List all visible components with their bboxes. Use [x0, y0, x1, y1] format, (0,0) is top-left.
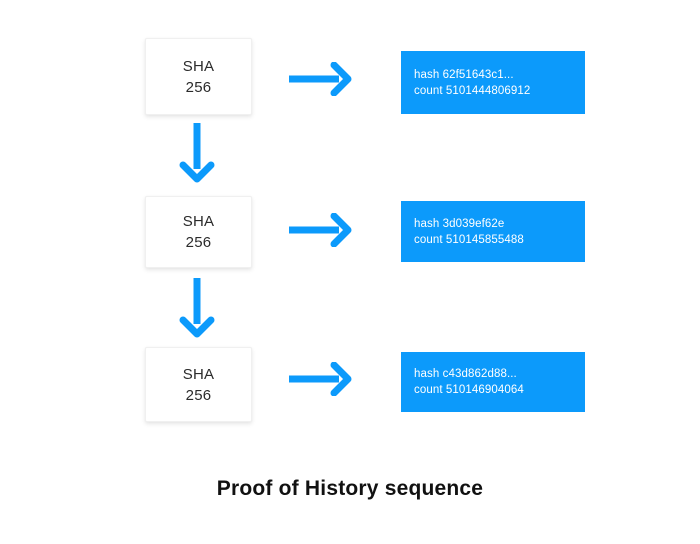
hash-output-box-3: hash c43d862d88... count 510146904064 [401, 352, 585, 412]
sha-card-1: SHA 256 [145, 38, 252, 115]
sha-card-2: SHA 256 [145, 196, 252, 268]
hash-output-1-hash: hash 62f51643c1... [414, 68, 514, 81]
sha-card-1-line1: SHA [182, 57, 215, 75]
arrow-down-icon-1 [178, 121, 216, 187]
hash-output-2-hash: hash 3d039ef62e [414, 217, 505, 230]
sha-card-2-line1: SHA [182, 213, 215, 230]
hash-output-box-1: hash 62f51643c1... count 5101444806912 [401, 51, 585, 114]
sha-card-2-line2: 256 [185, 234, 212, 251]
sha-card-2-label: SHA 256 [183, 211, 214, 253]
sha-card-3: SHA 256 [145, 347, 252, 422]
sha-card-3-line1: SHA [182, 365, 215, 383]
diagram-caption: Proof of History sequence [216, 477, 484, 500]
arrow-right-icon-1 [287, 62, 355, 96]
sha-card-3-label: SHA 256 [183, 364, 214, 406]
hash-output-3-hash: hash c43d862d88... [414, 368, 517, 380]
arrow-right-icon-2 [287, 213, 355, 247]
hash-output-1-count: count 5101444806912 [414, 84, 531, 97]
arrow-right-icon-3 [287, 362, 355, 396]
hash-output-2-count: count 510145855488 [414, 233, 524, 246]
hash-output-box-2: hash 3d039ef62e count 510145855488 [401, 201, 585, 262]
sha-card-1-label: SHA 256 [183, 56, 214, 98]
arrow-down-icon-2 [178, 276, 216, 342]
hash-output-3-count: count 510146904064 [414, 384, 524, 396]
sha-card-1-line2: 256 [185, 78, 212, 96]
sha-card-3-line2: 256 [185, 386, 212, 404]
